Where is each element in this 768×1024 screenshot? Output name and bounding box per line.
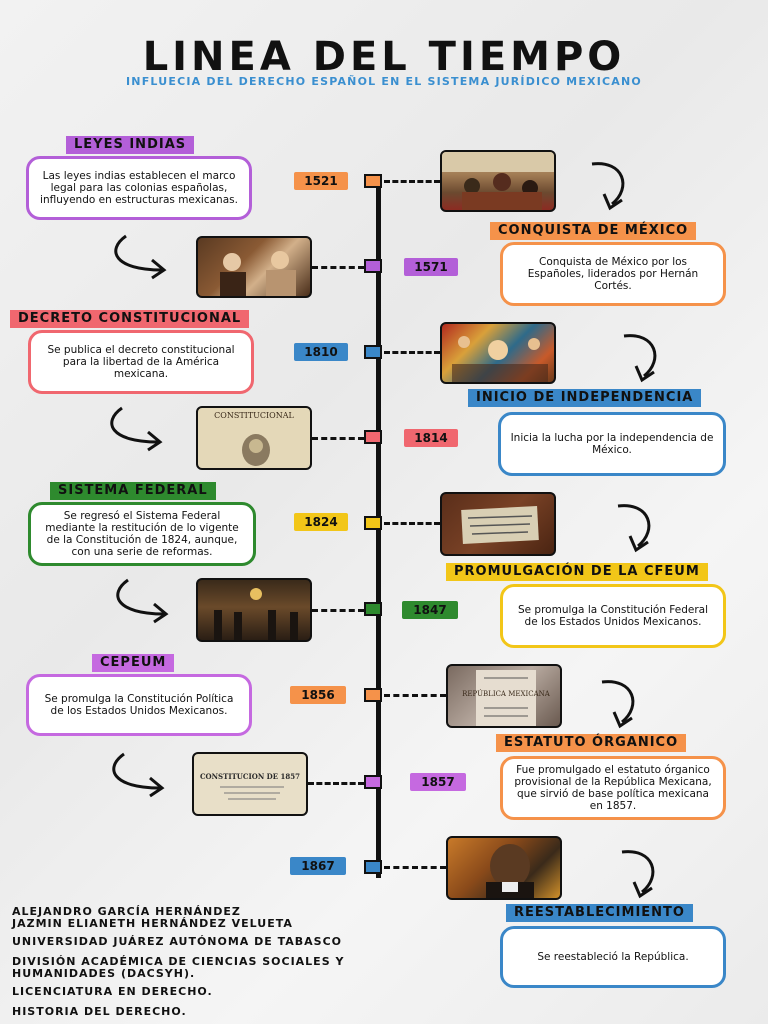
connector-1867 <box>384 866 446 869</box>
year-badge-1814: 1814 <box>404 429 458 447</box>
constitucion-1857-document-image: CONSTITUCION DE 1857 <box>192 752 308 816</box>
event-text-sistema-federal: Se regresó el Sistema Federal mediante l… <box>45 510 239 558</box>
timeline-node-1856 <box>364 688 382 702</box>
event-text-decreto: Se publica el decreto constitucional par… <box>47 344 235 380</box>
congress-hall-image <box>196 578 312 642</box>
event-label-leyes-indias: LEYES INDIAS <box>66 136 195 154</box>
conquest-painting-image <box>440 150 556 212</box>
event-text-cepeum: Se promulga la Constitución Política de … <box>44 693 234 717</box>
timeline-node-1571 <box>364 259 382 273</box>
year-badge-1810: 1810 <box>294 343 348 361</box>
page-title: LINEA DEL TIEMPO <box>142 34 626 80</box>
event-text-independencia: Inicia la lucha por la independencia de … <box>510 432 714 456</box>
credit-degree: LICENCIATURA EN DERECHO. <box>12 985 213 998</box>
event-label-estatuto: ESTATUTO ÓRGANICO <box>496 734 687 752</box>
curved-arrow-icon <box>110 406 163 452</box>
event-box-independencia: Inicia la lucha por la independencia de … <box>498 412 726 476</box>
republica-mexicana-document-image: REPÚBLICA MEXICANA <box>446 664 562 728</box>
independence-mural-image <box>440 322 556 384</box>
year-badge-1847: 1847 <box>402 601 458 619</box>
credit-university: UNIVERSIDAD JUÁREZ AUTÓNOMA DE TABASCO <box>12 935 343 948</box>
credit-course: HISTORIA DEL DERECHO. <box>12 1005 187 1018</box>
connector-1857 <box>308 782 364 785</box>
federal-constitution-document-image <box>440 492 556 556</box>
year-badge-1824: 1824 <box>294 513 348 531</box>
timeline-spine <box>376 188 381 878</box>
year-badge-1857: 1857 <box>410 773 466 791</box>
event-box-leyes-indias: Las leyes indias establecen el marco leg… <box>26 156 252 220</box>
year-badge-1571: 1571 <box>404 258 458 276</box>
event-text-leyes-indias: Las leyes indias establecen el marco leg… <box>40 170 238 206</box>
timeline-node-1521 <box>364 174 382 188</box>
event-text-cfeum: Se promulga la Constitución Federal de l… <box>517 604 709 628</box>
event-box-conquista: Conquista de México por los Españoles, l… <box>500 242 726 306</box>
event-box-estatuto: Fue promulgado el estatuto órganico prov… <box>500 756 726 820</box>
connector-1824 <box>384 522 440 525</box>
curved-arrow-icon <box>601 680 635 729</box>
event-box-reestablecimiento: Se reestableció la República. <box>500 926 726 988</box>
event-text-reestablecimiento: Se reestableció la República. <box>537 951 689 963</box>
connector-1521 <box>384 180 440 183</box>
event-box-cepeum: Se promulga la Constitución Política de … <box>26 674 252 736</box>
timeline-node-1847 <box>364 602 382 616</box>
curved-arrow-icon <box>114 234 167 280</box>
timeline-node-1810 <box>364 345 382 359</box>
image-caption: CONSTITUCIONAL <box>214 411 294 420</box>
event-text-conquista: Conquista de México por los Españoles, l… <box>527 256 699 292</box>
event-label-cepeum: CEPEUM <box>92 654 175 672</box>
image-caption: CONSTITUCION DE 1857 <box>199 772 301 781</box>
curved-arrow-icon <box>621 850 655 899</box>
year-badge-1521: 1521 <box>294 172 348 190</box>
event-label-decreto: DECRETO CONSTITUCIONAL <box>10 310 250 328</box>
credit-author-1: ALEJANDRO GARCÍA HERNÁNDEZ <box>12 905 241 918</box>
event-box-sistema-federal: Se regresó el Sistema Federal mediante l… <box>28 502 256 566</box>
curved-arrow-icon <box>116 578 169 624</box>
timeline-node-1814 <box>364 430 382 444</box>
timeline-node-1857 <box>364 775 382 789</box>
connector-1814 <box>312 437 364 440</box>
year-badge-1856: 1856 <box>290 686 346 704</box>
event-label-cfeum: PROMULGACIÓN DE LA CFEUM <box>446 563 708 581</box>
connector-1856 <box>384 694 446 697</box>
event-text-estatuto: Fue promulgado el estatuto órganico prov… <box>514 764 712 812</box>
connector-1810 <box>384 351 440 354</box>
timeline-node-1867 <box>364 860 382 874</box>
event-box-cfeum: Se promulga la Constitución Federal de l… <box>500 584 726 648</box>
credit-author-2: JAZMIN ELIANETH HERNÁNDEZ VELUETA <box>12 917 293 930</box>
curved-arrow-icon <box>617 504 651 553</box>
connector-1847 <box>312 609 364 612</box>
timeline-node-1824 <box>364 516 382 530</box>
curved-arrow-icon <box>112 752 165 798</box>
credit-division: DIVISIÓN ACADÉMICA DE CIENCIAS SOCIALES … <box>12 955 345 980</box>
connector-1571 <box>312 266 364 269</box>
constitucional-document-image: CONSTITUCIONAL <box>196 406 312 470</box>
colonial-scene-image <box>196 236 312 298</box>
event-label-independencia: INICIO DE INDEPENDENCIA <box>468 389 702 407</box>
image-caption: REPÚBLICA MEXICANA <box>462 690 550 698</box>
curved-arrow-icon <box>623 334 657 383</box>
curved-arrow-icon <box>591 162 625 211</box>
event-label-reestablecimiento: REESTABLECIMIENTO <box>506 904 693 922</box>
year-badge-1867: 1867 <box>290 857 346 875</box>
page-subtitle: INFLUECIA DEL DERECHO ESPAÑOL EN EL SIST… <box>126 75 642 88</box>
event-box-decreto: Se publica el decreto constitucional par… <box>28 330 254 394</box>
event-label-conquista: CONQUISTA DE MÉXICO <box>490 222 697 240</box>
juarez-portrait-image <box>446 836 562 900</box>
event-label-sistema-federal: SISTEMA FEDERAL <box>50 482 216 500</box>
